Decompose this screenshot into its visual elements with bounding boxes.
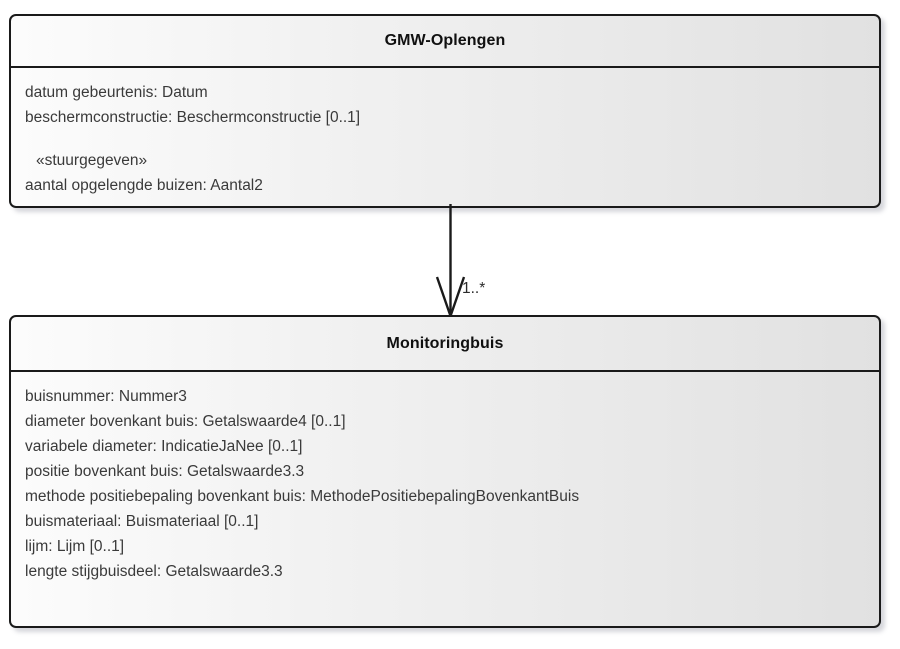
attribute-row: lijm: Lijm [0..1]	[25, 538, 125, 555]
association-connector[interactable]	[425, 204, 485, 319]
attribute-row: datum gebeurtenis: Datum	[25, 84, 208, 101]
class-attributes-gmw-oplengen: datum gebeurtenis: Datum beschermconstru…	[11, 68, 879, 206]
attribute-row: positie bovenkant buis: Getalswaarde3.3	[25, 463, 305, 480]
attribute-row: aantal opgelengde buizen: Aantal2	[25, 177, 263, 194]
uml-class-monitoringbuis[interactable]: Monitoringbuis buisnummer: Nummer3 diame…	[9, 315, 881, 628]
attribute-row: buismateriaal: Buismateriaal [0..1]	[25, 513, 259, 530]
attribute-row: buisnummer: Nummer3	[25, 388, 187, 405]
class-header-monitoringbuis: Monitoringbuis	[11, 317, 879, 372]
uml-class-gmw-oplengen[interactable]: GMW-Oplengen datum gebeurtenis: Datum be…	[9, 14, 881, 208]
attribute-row: variabele diameter: IndicatieJaNee [0..1…	[25, 438, 303, 455]
association-line-icon	[435, 204, 466, 319]
association-multiplicity-label: 1..*	[462, 280, 486, 297]
class-header-gmw-oplengen: GMW-Oplengen	[11, 16, 879, 68]
class-title-gmw-oplengen: GMW-Oplengen	[384, 32, 506, 49]
attribute-row: beschermconstructie: Beschermconstructie…	[25, 109, 361, 126]
class-title-monitoringbuis: Monitoringbuis	[386, 334, 504, 352]
attribute-row: methode positiebepaling bovenkant buis: …	[25, 488, 580, 505]
attribute-row: diameter bovenkant buis: Getalswaarde4 […	[25, 413, 346, 430]
class-attributes-monitoringbuis: buisnummer: Nummer3 diameter bovenkant b…	[11, 372, 879, 594]
attribute-stereotype: «stuurgegeven»	[36, 152, 148, 169]
attribute-row: lengte stijgbuisdeel: Getalswaarde3.3	[25, 563, 283, 580]
